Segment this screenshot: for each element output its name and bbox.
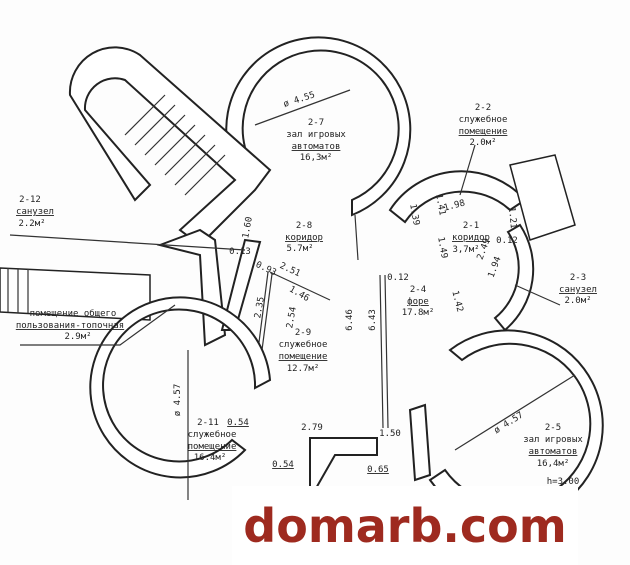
room-id: 2-8 [296, 221, 312, 231]
room-name: пользования-топочная [16, 321, 124, 331]
room-id: 2-4 [410, 285, 426, 295]
room-id: 2-2 [475, 103, 491, 113]
room-area: 2.9м² [64, 332, 91, 342]
room-name: служебное [459, 114, 508, 125]
room-area: 5.7м² [286, 244, 313, 254]
watermark: domarb.com [232, 486, 578, 565]
room-name: помещение [188, 442, 237, 452]
room-area: 17.8м² [402, 308, 435, 318]
room-name: автоматов [529, 447, 578, 457]
room-2-4-label: 2-4 форе 17.8м² [402, 285, 435, 318]
room-name: автоматов [292, 142, 341, 152]
room-id: 2-3 [570, 273, 586, 283]
dimension-label: 1.94 [487, 255, 504, 279]
room-2-9-label: 2-9 служебное помещение 12.7м² [279, 328, 328, 374]
dimension-label: 1.98 [443, 198, 467, 213]
wall-toilet-2-3 [493, 223, 535, 332]
wall-staircase [68, 46, 272, 247]
room-name: санузел [559, 285, 597, 295]
room-name: служебное [279, 339, 328, 350]
dimension-label: 6.43 [368, 309, 378, 331]
diameter-2-7: ø 4.55 [282, 90, 316, 110]
dimension-label: 0.12 [496, 236, 518, 246]
wall-room-2-11 [89, 296, 272, 479]
room-name: форе [407, 297, 429, 307]
room-2-11-label: ø 4.57 2-11 служебное помещение 16.4м² [173, 384, 236, 463]
room-2-12-label: 2-12 санузел 2.2м² [16, 195, 54, 229]
room-id: 2-9 [295, 328, 311, 338]
room-id: 2-12 [19, 195, 41, 205]
wall-foyer [354, 214, 389, 429]
annex-2-2 [509, 154, 576, 241]
room-2-3-label: 2-3 санузел 2.0м² [559, 273, 597, 306]
room-area: 16,3м² [300, 153, 333, 163]
room-name: санузел [16, 207, 54, 217]
room-2-5-label: ø 4.57 2-5 зал игровых автоматов 16,4м² … [493, 410, 584, 487]
room-2-2-label: 2-2 служебное помещение 2.0м² [459, 103, 508, 148]
dimension-label: 1.49 [435, 236, 449, 259]
room-name: коридор [285, 233, 323, 243]
room-name: помещение [279, 352, 328, 362]
dimension-label: 6.46 [345, 309, 355, 331]
dimension-label: 0.12 [387, 273, 409, 283]
wall-center-right [408, 403, 432, 482]
dimension-label: 0.65 [367, 465, 389, 475]
left-stair-treads [7, 268, 29, 313]
wall-hall-2-7 [225, 36, 412, 217]
room-area: 3,7м² [452, 245, 479, 255]
room-boiler-label: помещение общего пользования-топочная 2.… [16, 308, 124, 342]
leader-lines [9, 144, 561, 346]
dimension-label: 1.21 [506, 207, 518, 229]
dimension-label: 1.50 [379, 429, 401, 439]
dimension-label: 2.54 [285, 306, 299, 329]
room-name: коридор [452, 233, 490, 243]
room-name: зал игровых [523, 435, 583, 445]
room-area: 2.2м² [18, 219, 45, 229]
dim-line-2-7 [254, 89, 351, 126]
room-id: 2-7 [308, 118, 324, 128]
left-stair [0, 267, 151, 321]
room-area: 2.0м² [564, 296, 591, 306]
ceiling-height: h=3.00 [547, 477, 580, 487]
dimension-label: 1.42 [449, 290, 464, 314]
room-2-8-label: 2-8 коридор 5.7м² [285, 221, 323, 254]
watermark-text: domarb.com [243, 498, 567, 553]
room-name: помещение общего [30, 308, 117, 319]
room-area: 16,4м² [537, 459, 570, 469]
room-id: 2-11 [197, 418, 219, 428]
room-2-1-label: 2-1 коридор 3,7м² [452, 221, 490, 255]
diameter-2-11: ø 4.57 [173, 384, 183, 417]
room-id: 2-1 [463, 221, 479, 231]
room-name: зал игровых [286, 130, 346, 140]
dimension-label: 0.54 [272, 460, 294, 470]
dim-line-2-5 [454, 374, 576, 451]
dimension-label: 2.79 [301, 423, 323, 433]
room-2-7-label: ø 4.55 2-7 зал игровых автоматов 16,3м² [282, 90, 346, 163]
room-area: 16.4м² [194, 453, 227, 463]
diameter-2-5: ø 4.57 [493, 410, 526, 436]
dimension-label: 1.60 [241, 216, 255, 239]
dimension-label: 0.93 [254, 260, 278, 278]
stairs [124, 94, 226, 196]
dimension-label: 2.35 [253, 296, 267, 319]
wall-2-9 [257, 271, 331, 351]
dimension-label: 1.39 [407, 203, 421, 226]
room-area: 12.7м² [287, 364, 320, 374]
room-name: помещение [459, 127, 508, 137]
dimension-label: 0.13 [229, 247, 251, 257]
dimension-label: 0.54 [227, 418, 249, 428]
room-name: служебное [188, 429, 237, 440]
dimension-label: 1.41 [433, 193, 447, 216]
room-id: 2-5 [545, 423, 561, 433]
dimension-label: 2.51 [278, 261, 302, 279]
room-area: 2.0м² [469, 138, 496, 148]
dimension-label: 1.46 [287, 285, 311, 305]
